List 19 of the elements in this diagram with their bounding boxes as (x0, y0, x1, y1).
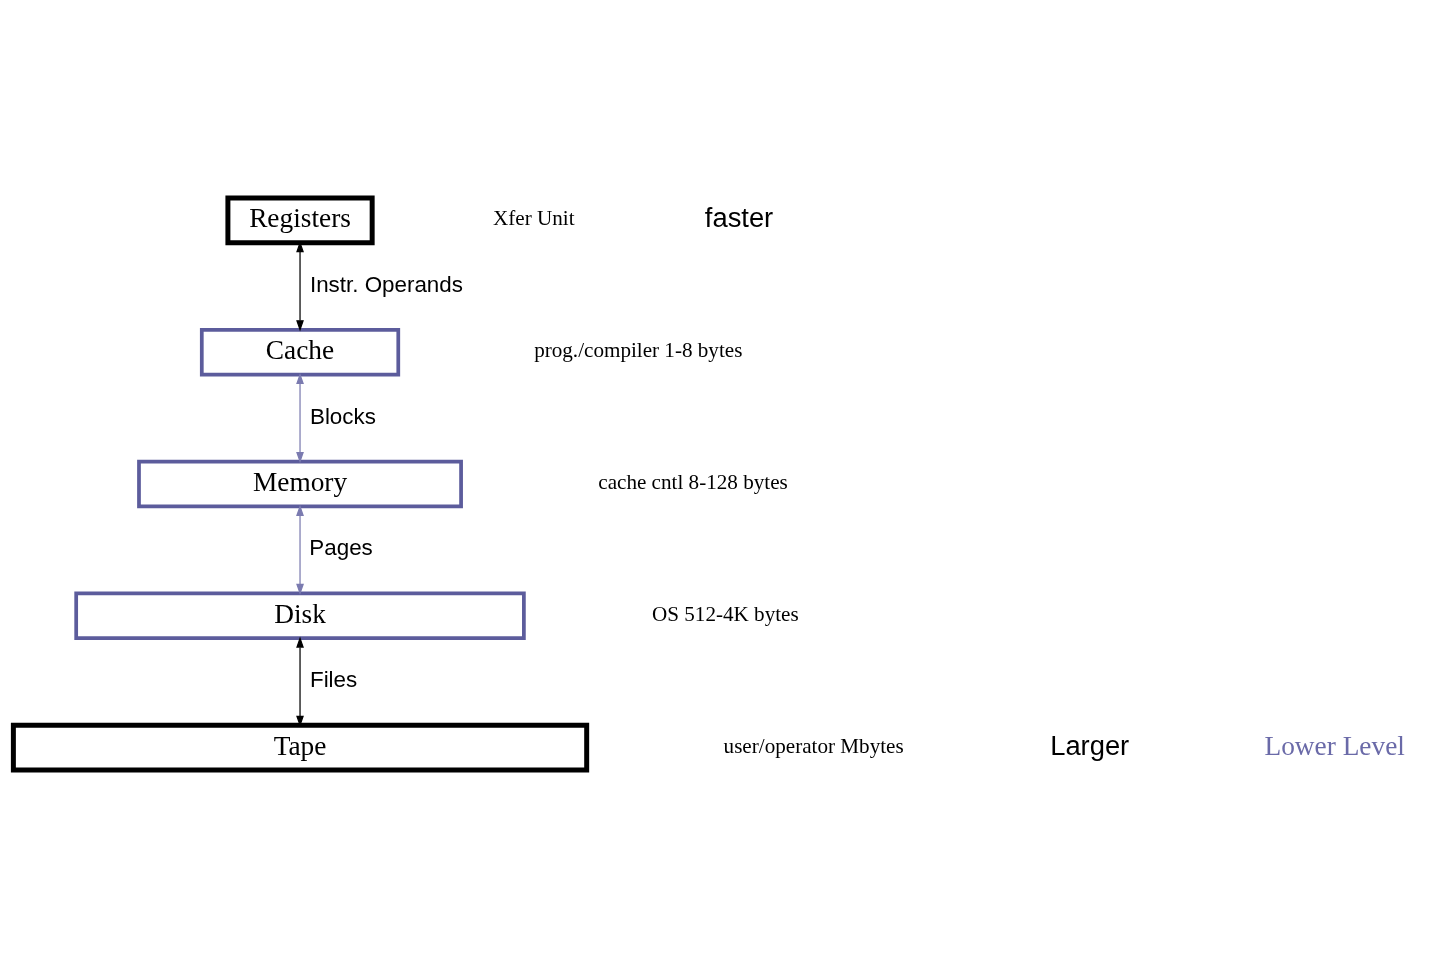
node-box: Memory (137, 459, 463, 508)
node-box: Tape (10, 722, 590, 772)
arrow (296, 372, 304, 463)
edge-label: Files (309, 666, 358, 692)
label: faster (704, 201, 774, 233)
edge-label: Pages (309, 534, 373, 560)
edge-label: Blocks (309, 403, 376, 429)
edge-label: Instr. Operands (309, 271, 463, 297)
label: user/operator Mbytes (723, 733, 904, 758)
label: cache cntl 8-128 bytes (598, 469, 788, 494)
label: Xfer Unit (493, 205, 575, 230)
arrow (296, 504, 304, 595)
node-box: Registers (225, 195, 375, 245)
node-box: Cache (199, 327, 401, 376)
label: OS 512-4K bytes (651, 601, 799, 626)
label: prog./compiler 1-8 bytes (534, 337, 743, 362)
label: Larger (1050, 729, 1130, 761)
node-box: Disk (74, 591, 526, 640)
label: Lower Level (1264, 730, 1405, 761)
